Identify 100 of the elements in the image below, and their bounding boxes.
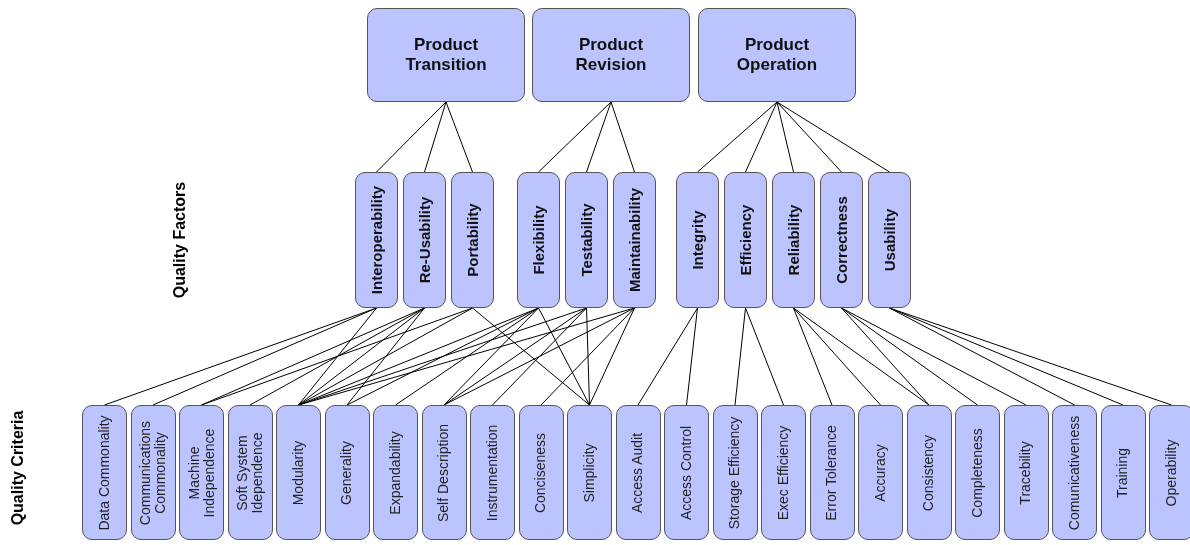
connector-line (201, 307, 473, 406)
criterion-label: Operability (1163, 438, 1180, 508)
criterion-label: Self Description (436, 422, 452, 524)
criterion-label: Machine Independence (186, 427, 217, 519)
criterion-box (179, 405, 224, 540)
factor-label: Usability (881, 207, 898, 274)
connector-line (472, 307, 590, 406)
factor-box (772, 172, 815, 308)
connector-line (152, 307, 377, 406)
criterion-label: Accuracy (872, 442, 889, 504)
criterion-box (82, 405, 127, 540)
factor-box (820, 172, 863, 308)
connector-line (424, 101, 447, 173)
criterion-label: Simplicity (581, 441, 598, 505)
connector-line (686, 307, 698, 406)
factor-label: Portability (464, 202, 481, 279)
criterion-box (858, 405, 903, 540)
connector-line (776, 101, 794, 173)
connector-line (443, 307, 587, 406)
connector-line (586, 101, 612, 173)
criterion-box (1100, 405, 1146, 540)
connector-line (445, 101, 473, 173)
criterion-label: Comunicativeness (1066, 414, 1083, 532)
factor-box (451, 172, 494, 308)
criterion-label: Instrumentation (484, 423, 501, 523)
connector-line (745, 307, 784, 406)
category-box (698, 8, 856, 102)
criterion-box (712, 405, 758, 540)
category-box (532, 8, 690, 102)
factor-box (403, 172, 446, 308)
factor-label: Efficiency (737, 203, 754, 278)
factor-box (355, 172, 398, 308)
criterion-label: Data Commonality (96, 413, 113, 533)
category-label: Product Transition (404, 35, 488, 75)
criterion-label: Consistency (921, 433, 937, 513)
criterion-box (518, 405, 564, 540)
criterion-box (1052, 405, 1097, 540)
category-box (367, 8, 525, 102)
connector-line (889, 307, 1124, 406)
factor-label: Integrity (689, 209, 706, 272)
factor-box (565, 172, 608, 308)
connector-line (776, 101, 890, 173)
connector-line (637, 307, 698, 406)
connector-line (889, 307, 1172, 406)
connector-line (745, 101, 778, 173)
connector-line (841, 307, 930, 406)
criterion-label: Training (1115, 446, 1131, 500)
connector-line (841, 307, 1027, 406)
criterion-box (324, 405, 370, 540)
factor-label: Re-Usability (416, 195, 433, 286)
criterion-label: Access Audit (630, 431, 646, 515)
axis-label: Quality Factors (171, 181, 189, 299)
factor-label: Correctness (833, 195, 850, 286)
factor-box (676, 172, 719, 308)
criterion-label: Completeness (969, 426, 986, 520)
factor-box (868, 172, 911, 308)
criterion-box (809, 405, 855, 540)
connector-line (586, 307, 590, 406)
connector-line (793, 307, 833, 406)
criterion-label: Error Tolerance (824, 423, 840, 523)
criterion-label: Tracebility (1018, 439, 1034, 507)
criterion-box (664, 405, 709, 540)
connector-line (249, 307, 425, 406)
connector-line (443, 307, 635, 406)
connector-line (793, 307, 930, 406)
factor-label: Testability (578, 202, 595, 279)
criterion-box (906, 405, 952, 540)
connector-line (298, 307, 425, 406)
criterion-label: Exec Efficiency (775, 424, 792, 522)
criterion-label: Expandability (387, 429, 404, 517)
criterion-label: Soft System Idependence (234, 431, 266, 515)
criterion-label: Storage Efficiency (727, 415, 743, 531)
criterion-box (955, 405, 1000, 540)
criterion-box (615, 405, 661, 540)
factor-label: Flexibility (530, 204, 547, 277)
factor-label: Interoperability (368, 184, 385, 297)
connector-line (538, 307, 590, 406)
criterion-box (421, 405, 467, 540)
connector-line (395, 307, 539, 406)
connector-line (492, 307, 587, 406)
criterion-box (130, 405, 176, 540)
connector-line (346, 307, 425, 406)
criterion-box (227, 405, 273, 540)
category-label: Product Revision (574, 35, 648, 75)
connector-line (376, 101, 447, 173)
criterion-box (1003, 405, 1049, 540)
connector-line (346, 307, 539, 406)
criterion-box (373, 405, 418, 540)
criterion-box (567, 405, 612, 540)
factor-label: Reliability (785, 203, 802, 278)
factor-box (724, 172, 767, 308)
criterion-label: Modularity (290, 439, 307, 507)
criterion-box (470, 405, 515, 540)
connector-line (841, 307, 978, 406)
criterion-box (761, 405, 806, 540)
factor-label: Maintainability (626, 186, 643, 295)
criterion-box (1149, 405, 1190, 540)
connector-line (298, 307, 377, 406)
axis-label: Quality Criteria (9, 410, 27, 526)
factor-box (517, 172, 560, 308)
